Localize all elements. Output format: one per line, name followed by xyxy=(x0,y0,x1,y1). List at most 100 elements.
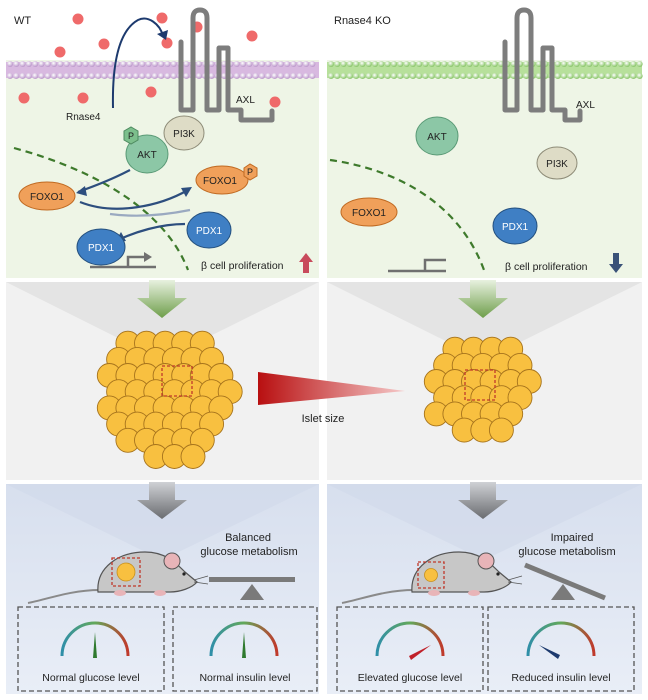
wt-pi3k: PI3K xyxy=(163,115,205,151)
lipid-head xyxy=(265,73,272,79)
lipid-head xyxy=(196,61,202,67)
wt-promoter xyxy=(90,255,156,269)
lipid-head xyxy=(460,73,467,79)
islet-size-label: Islet size xyxy=(302,413,345,425)
lipid-head xyxy=(51,73,58,79)
lipid-head xyxy=(32,73,39,79)
lipid-head xyxy=(328,61,334,67)
lipid-head xyxy=(101,61,108,67)
lipid-head xyxy=(246,73,253,79)
svg-text:FOXO1: FOXO1 xyxy=(203,176,237,187)
wt-insulin-label: Normal insulin level xyxy=(199,672,290,684)
svg-text:AKT: AKT xyxy=(137,150,156,161)
lipid-head xyxy=(605,73,612,79)
lipid-head xyxy=(403,61,410,67)
wt-pdx1-bound: PDX1 xyxy=(76,228,126,266)
lipid-head xyxy=(353,61,360,67)
lipid-head xyxy=(309,73,316,79)
lipid-head xyxy=(170,73,177,79)
lipid-head xyxy=(107,73,114,79)
lipid-head xyxy=(139,61,146,67)
lipid-head xyxy=(82,61,89,67)
wt-rnase4-label: Rnase4 xyxy=(66,112,101,123)
lipid-head xyxy=(107,61,114,67)
lipid-head xyxy=(19,73,26,79)
wt-foxo1: FOXO1 xyxy=(18,181,76,211)
wt-insulin-box xyxy=(172,606,318,692)
lipid-head xyxy=(485,61,492,67)
lipid-head xyxy=(378,61,385,67)
lipid-head xyxy=(120,61,127,67)
lipid-head xyxy=(561,61,568,67)
ko-metabolism-line2: glucose metabolism xyxy=(518,546,615,558)
lipid-head xyxy=(183,73,190,79)
lipid-head xyxy=(428,73,435,79)
wt-axl-receptor xyxy=(178,7,275,123)
islet-size-wedge xyxy=(258,372,405,405)
lipid-head xyxy=(19,61,26,67)
ko-green-arrow xyxy=(458,280,508,318)
lipid-head xyxy=(454,61,460,67)
beta-cell xyxy=(488,417,514,443)
ko-foxo1: FOXO1 xyxy=(340,197,398,227)
lipid-head xyxy=(208,73,215,79)
lipid-head xyxy=(303,73,310,79)
lipid-head xyxy=(535,73,542,79)
lipid-head xyxy=(535,61,542,67)
lipid-head xyxy=(466,61,473,67)
lipid-head xyxy=(409,73,416,79)
lipid-head xyxy=(57,61,64,67)
lipid-head xyxy=(246,61,253,67)
lipid-head xyxy=(25,73,32,79)
svg-text:FOXO1: FOXO1 xyxy=(30,192,64,203)
lipid-head xyxy=(472,61,479,67)
lipid-head xyxy=(365,61,372,67)
lipid-head xyxy=(303,61,310,67)
lipid-head xyxy=(435,73,442,79)
beta-cell xyxy=(180,444,206,469)
lipid-head xyxy=(158,61,165,67)
wt-foxo1-phospho: FOXO1 P xyxy=(195,163,258,195)
lipid-head xyxy=(384,61,391,67)
lipid-head xyxy=(472,73,479,79)
lipid-head xyxy=(403,73,410,79)
lipid-head xyxy=(422,61,429,67)
binding-arrow xyxy=(111,17,164,109)
wt-pdx1: PDX1 xyxy=(186,211,232,249)
lipid-head xyxy=(346,61,353,67)
svg-text:AKT: AKT xyxy=(427,132,446,143)
lipid-head xyxy=(567,73,574,79)
ko-nucleus-boundary xyxy=(329,158,486,271)
ko-insulin-gauge xyxy=(526,621,596,659)
lipid-head xyxy=(114,73,121,79)
ko-proliferation-label: β cell proliferation xyxy=(505,261,588,273)
wt-insulin-gauge xyxy=(209,621,279,658)
lipid-head xyxy=(95,73,102,79)
svg-text:PDX1: PDX1 xyxy=(196,226,223,237)
ko-metabolism-line1: Impaired xyxy=(551,532,594,544)
wt-nucleus-boundary xyxy=(13,146,190,271)
lipid-head xyxy=(397,73,404,79)
svg-text:FOXO1: FOXO1 xyxy=(352,208,386,219)
lipid-head xyxy=(271,73,278,79)
svg-text:PDX1: PDX1 xyxy=(88,243,115,254)
lipid-head xyxy=(296,73,303,79)
lipid-head xyxy=(13,73,20,79)
lipid-head xyxy=(372,61,379,67)
wt-membrane xyxy=(6,61,319,79)
lipid-head xyxy=(133,61,139,67)
lipid-head xyxy=(372,73,379,79)
wt-proliferation-up-arrow xyxy=(299,253,313,273)
lipid-head xyxy=(328,73,334,79)
lipid-head xyxy=(38,73,45,79)
lipid-head xyxy=(598,73,605,79)
lipid-head xyxy=(158,73,165,79)
lipid-head xyxy=(88,73,95,79)
lipid-head xyxy=(139,73,146,79)
lipid-head xyxy=(460,61,467,67)
lipid-head xyxy=(611,61,618,67)
lipid-head xyxy=(611,73,618,79)
lipid-head xyxy=(409,61,416,67)
lipid-head xyxy=(573,73,580,79)
